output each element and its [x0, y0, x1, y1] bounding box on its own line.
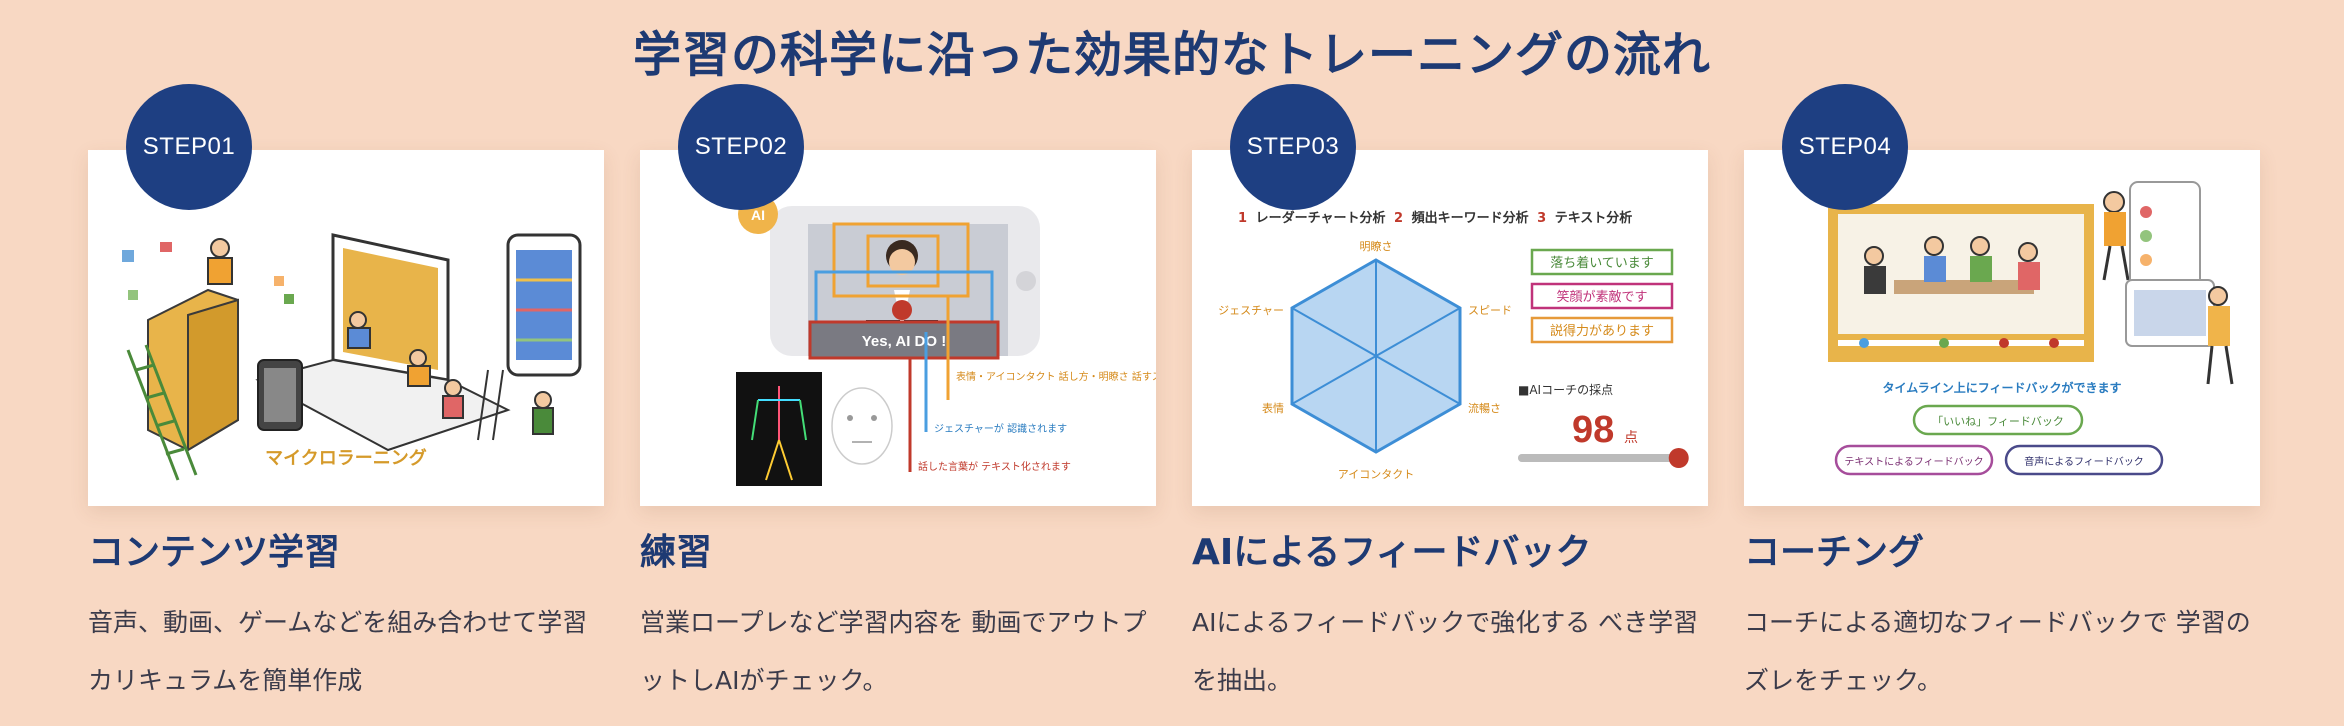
radar-axis-label: スピード — [1468, 304, 1512, 317]
phone-home-button-icon — [1016, 271, 1036, 291]
note-blue: ジェスチャーが 認識されます — [934, 422, 1067, 435]
timeline-marker-icon — [1999, 338, 2009, 348]
step-02-illustration: AI Yes, AI DO ! 表情・アイコ — [640, 150, 1156, 506]
subtitle-bar: Yes, AI DO ! — [862, 333, 946, 350]
feedback-tag: 説得力があります — [1550, 323, 1654, 339]
step-title-01: コンテンツ学習 — [88, 532, 341, 573]
floating-icon — [274, 276, 284, 286]
step-desc-01: 音声、動画、ゲームなどを組み合わせて学習カリキュラムを簡単作成 — [88, 608, 588, 695]
emoji-icon — [2140, 206, 2152, 218]
step-desc-04: コーチによる適切なフィードバックで 学習のズレをチェック。 — [1744, 608, 2251, 695]
timeline-marker-icon — [2049, 338, 2059, 348]
bubble-voice-feedback: 音声によるフィードバック — [2024, 455, 2144, 468]
bubble-like-feedback: 「いいね」フィードバック — [1932, 415, 2064, 428]
timeline-marker-icon — [1939, 338, 1949, 348]
radar-axis-label: 明瞭さ — [1360, 240, 1393, 253]
radar-axis-label: アイコンタクト — [1338, 468, 1414, 481]
illustration-caption: マイクロラーニング — [265, 447, 427, 469]
timeline-caption: タイムライン上にフィードバックができます — [1883, 380, 2122, 395]
score-value: 98 — [1572, 409, 1614, 451]
section-title: 学習の科学に沿った効果的なトレーニングの流れ — [632, 27, 1711, 83]
face-mesh-icon — [831, 387, 893, 465]
note-red: 話した言葉が テキスト化されます — [918, 460, 1071, 473]
radar-axis-label: 表情 — [1262, 401, 1284, 415]
floating-icon — [284, 294, 294, 304]
emoji-icon — [2140, 254, 2152, 266]
step-badge-04: STEP04 — [1782, 84, 1908, 210]
step-title-03: AIによるフィードバック — [1192, 532, 1592, 573]
step-badge-02: STEP02 — [678, 84, 804, 210]
bubble-text-feedback: テキストによるフィードバック — [1844, 456, 1983, 468]
step-badge-01: STEP01 — [126, 84, 252, 210]
score-knob-icon — [1668, 448, 1689, 468]
header-label-3: テキスト分析 — [1555, 210, 1633, 226]
step-badge-03: STEP03 — [1230, 84, 1356, 210]
radar-axis-label: ジェスチャー — [1218, 304, 1284, 317]
feedback-tag: 落ち着いています — [1550, 255, 1654, 271]
step-01-illustration: マイクロラーニング — [88, 150, 604, 506]
note-orange: 表情・アイコンタクト 話し方・明瞭さ 話すスピードが認識されます — [956, 370, 1156, 383]
play-icon — [892, 300, 912, 320]
header-num-1: 1 — [1238, 211, 1247, 226]
step-title-04: コーチング — [1744, 532, 1925, 573]
floating-icon — [128, 290, 138, 300]
header-label-1: レーダーチャート分析 — [1256, 210, 1386, 226]
score-label: ■AIコーチの採点 — [1518, 383, 1613, 397]
radar-axis-label: 流暢さ — [1468, 401, 1501, 415]
score-unit: 点 — [1624, 430, 1638, 446]
step-03-illustration: 1 レーダーチャート分析 2 頻出キーワード分析 3 テキスト分析 明瞭さ スピ… — [1192, 150, 1708, 506]
step-desc-03: AIによるフィードバックで強化する べき学習を抽出。 — [1192, 608, 1699, 695]
emoji-icon — [2140, 230, 2152, 242]
header-num-3: 3 — [1537, 211, 1546, 226]
step-desc-02: 営業ロープレなど学習内容を 動画でアウトプットしAIがチェック。 — [640, 608, 1147, 695]
svg-text:1 レーダーチャート分析: 1 レーダーチャート分析 2 頻出キーワード分析 3 テキスト分析 — [1238, 210, 1632, 226]
ai-tag-label: AI — [751, 207, 765, 223]
step-04-illustration: タイムライン上にフィードバックができます 「いいね」フィードバック テキストによ… — [1744, 150, 2260, 506]
floating-icon — [122, 250, 134, 262]
floating-icon — [160, 242, 172, 252]
feedback-tag: 笑顔が素敵です — [1556, 289, 1647, 305]
score-bar-fill — [1518, 454, 1679, 462]
header-num-2: 2 — [1394, 211, 1403, 226]
radar-chart — [1290, 258, 1462, 454]
header-label-2: 頻出キーワード分析 — [1412, 210, 1529, 226]
step-title-02: 練習 — [640, 532, 713, 573]
timeline-marker-icon — [1859, 338, 1869, 348]
